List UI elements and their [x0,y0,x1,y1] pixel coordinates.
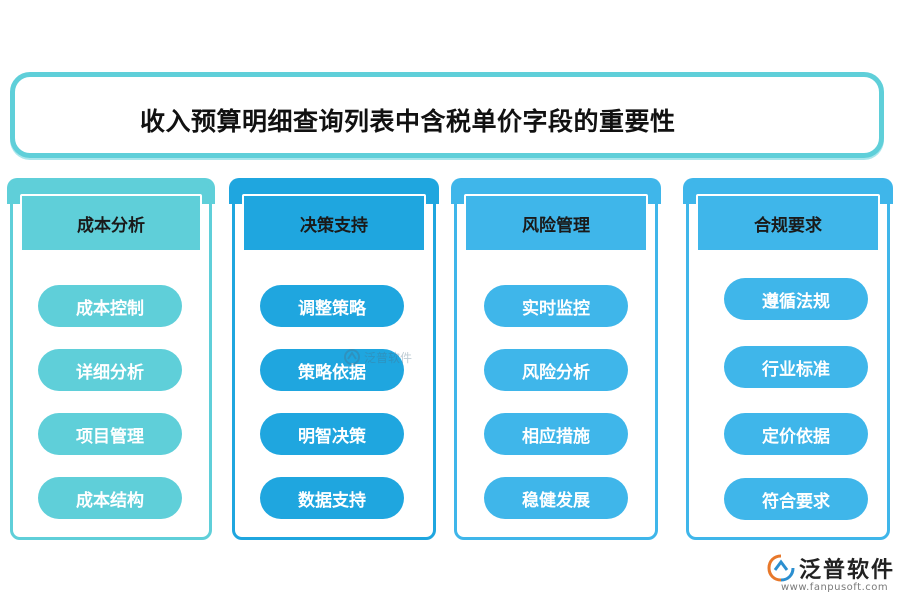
item-pill: 成本结构 [38,477,182,519]
column-decision-support: 决策支持 调整策略 策略依据 明智决策 数据支持 [229,178,439,540]
item-pill: 行业标准 [724,346,868,388]
fanpu-logo-icon [344,349,360,365]
logo-text: 泛普软件 [799,558,896,583]
item-pill: 详细分析 [38,349,182,391]
title-banner: 收入预算明细查询列表中含税单价字段的重要性 [10,72,884,158]
column-risk-management: 风险管理 实时监控 风险分析 相应措施 稳健发展 [451,178,661,540]
item-pill: 实时监控 [484,285,628,327]
item-pill: 风险分析 [484,349,628,391]
column-heading: 合规要求 [696,194,880,252]
center-watermark: 泛普软件 [344,347,412,367]
page-title: 收入预算明细查询列表中含税单价字段的重要性 [140,107,676,136]
column-heading: 决策支持 [242,194,426,252]
item-pill: 符合要求 [724,478,868,520]
item-pill: 定价依据 [724,413,868,455]
brand-logo: 泛普软件 www.fanpusoft.com [767,550,897,596]
column-heading: 成本分析 [20,194,202,252]
item-pill: 稳健发展 [484,477,628,519]
item-pill: 数据支持 [260,477,404,519]
item-pill: 遵循法规 [724,278,868,320]
column-cost-analysis: 成本分析 成本控制 详细分析 项目管理 成本结构 [7,178,215,540]
item-pill: 相应措施 [484,413,628,455]
item-pill: 调整策略 [260,285,404,327]
watermark-text: 泛普软件 [364,350,413,365]
item-pill: 策略依据 [260,349,404,391]
item-pill: 项目管理 [38,413,182,455]
logo-url: www.fanpusoft.com [781,582,889,593]
item-pill: 明智决策 [260,413,404,455]
column-compliance: 合规要求 遵循法规 行业标准 定价依据 符合要求 [683,178,893,540]
column-heading: 风险管理 [464,194,648,252]
fanpu-logo-icon [767,554,795,582]
item-pill: 成本控制 [38,285,182,327]
